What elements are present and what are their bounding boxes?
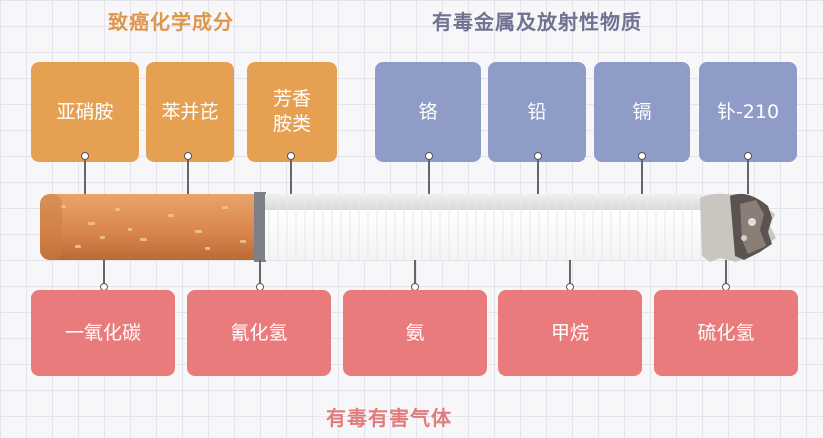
connector-line bbox=[414, 260, 416, 290]
connector-line bbox=[290, 156, 292, 194]
connector-dot bbox=[425, 152, 433, 160]
metal-label: 钋-210 bbox=[716, 100, 780, 123]
connector-line bbox=[259, 260, 261, 290]
gas-label: 甲烷 bbox=[550, 321, 589, 344]
heavy-metals-heading: 有毒金属及放射性物质 bbox=[432, 10, 642, 34]
connector-line bbox=[747, 156, 749, 194]
metal-box: 钋-210 bbox=[699, 62, 797, 162]
gas-label: 氨 bbox=[405, 321, 425, 344]
connector-line bbox=[84, 156, 86, 194]
metal-label: 铬 bbox=[418, 100, 438, 123]
gas-box: 甲烷 bbox=[498, 290, 642, 376]
carcinogen-box: 芳香 胺类 bbox=[247, 62, 337, 162]
connector-line bbox=[428, 156, 430, 194]
carcinogen-box: 苯并芘 bbox=[146, 62, 234, 162]
cigarette-filter bbox=[40, 192, 266, 262]
toxic-gases-heading: 有毒有害气体 bbox=[326, 406, 452, 430]
gas-box: 氨 bbox=[343, 290, 487, 376]
gas-label: 氰化氢 bbox=[230, 321, 288, 344]
carcinogen-box: 亚硝胺 bbox=[31, 62, 139, 162]
gas-label: 一氧化碳 bbox=[64, 321, 141, 344]
connector-line bbox=[641, 156, 643, 194]
connector-dot bbox=[638, 152, 646, 160]
metal-box: 镉 bbox=[594, 62, 690, 162]
carcinogen-label: 亚硝胺 bbox=[56, 100, 114, 123]
connector-line bbox=[187, 156, 189, 194]
metal-label: 镉 bbox=[632, 100, 652, 123]
carcinogens-heading: 致癌化学成分 bbox=[108, 10, 234, 34]
carcinogen-label: 芳香 胺类 bbox=[272, 88, 311, 135]
metal-box: 铅 bbox=[488, 62, 586, 162]
connector-line bbox=[725, 260, 727, 290]
connector-line bbox=[537, 156, 539, 194]
connector-line bbox=[569, 260, 571, 290]
gas-box: 硫化氢 bbox=[654, 290, 798, 376]
connector-dot bbox=[184, 152, 192, 160]
carcinogen-label: 苯并芘 bbox=[161, 100, 219, 123]
metal-label: 铅 bbox=[527, 100, 547, 123]
gas-box: 一氧化碳 bbox=[31, 290, 175, 376]
gas-label: 硫化氢 bbox=[697, 321, 755, 344]
connector-dot bbox=[287, 152, 295, 160]
connector-dot bbox=[534, 152, 542, 160]
metal-box: 铬 bbox=[375, 62, 481, 162]
connector-dot bbox=[744, 152, 752, 160]
connector-dot bbox=[81, 152, 89, 160]
connector-line bbox=[103, 260, 105, 290]
cigarette-burning-tip bbox=[700, 193, 776, 262]
cigarette-paper bbox=[265, 194, 735, 260]
gas-box: 氰化氢 bbox=[187, 290, 331, 376]
